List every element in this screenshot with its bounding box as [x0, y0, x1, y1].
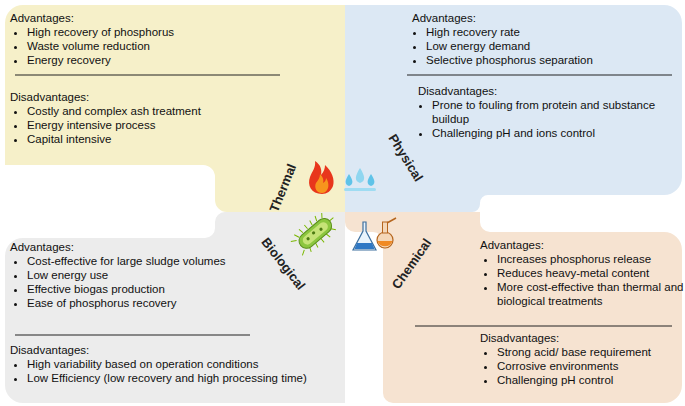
bullet-item: Challenging pH and ions control	[432, 126, 682, 140]
divider-line	[407, 75, 672, 76]
divider-line	[15, 75, 280, 76]
bullet-item: Corrosive environments	[497, 359, 685, 373]
panel-fill	[345, 5, 682, 212]
bullet-list: Increases phosphorus releaseReduces heav…	[484, 252, 685, 308]
section-heading: Disadvantages:	[480, 331, 559, 345]
water-drops-icon	[344, 168, 376, 191]
quadrant-panel: PhysicalAdvantages:High recovery rateLow…	[345, 5, 682, 212]
bullet-item: High variability based on operation cond…	[27, 357, 352, 371]
section-heading: Advantages:	[412, 11, 476, 25]
bullet-list: Prone to fouling from protein and substa…	[419, 98, 682, 140]
bullet-item: Waste volume reduction	[27, 39, 327, 53]
bullet-item: Low energy demand	[426, 39, 681, 53]
bullet-list: High recovery of phosphorusWaste volume …	[14, 25, 327, 67]
bullet-item: More cost-effective than thermal and bio…	[497, 280, 685, 308]
section-heading: Disadvantages:	[418, 84, 497, 98]
section-heading: Advantages:	[10, 240, 74, 254]
section-heading: Advantages:	[480, 238, 544, 252]
bullet-item: Prone to fouling from protein and substa…	[432, 98, 682, 126]
bullet-list: Cost-effective for large sludge volumesL…	[14, 254, 347, 310]
bullet-item: Energy intensive process	[27, 118, 327, 132]
bullet-item: Strong acid/ base requirement	[497, 345, 685, 359]
bullet-item: Low Efficiency (low recovery and high pr…	[27, 371, 352, 385]
bullet-item: High recovery rate	[426, 25, 681, 39]
bullet-item: Energy recovery	[27, 53, 327, 67]
bullet-list: Strong acid/ base requirementCorrosive e…	[484, 345, 685, 387]
bullet-item: Challenging pH control	[497, 373, 685, 387]
quadrant-panel: BiologicalAdvantages:Cost-effective for …	[5, 212, 345, 403]
section-heading: Advantages:	[10, 11, 74, 25]
section-heading: Disadvantages:	[10, 90, 89, 104]
bullet-list: High variability based on operation cond…	[14, 357, 352, 385]
bullet-item: Reduces heavy-metal content	[497, 266, 685, 280]
bacterium-icon	[288, 208, 341, 259]
quadrant-panel: ThermalAdvantages:High recovery of phosp…	[5, 5, 345, 212]
bullet-item: Increases phosphorus release	[497, 252, 685, 266]
lab-flasks-icon	[353, 218, 396, 250]
divider-line	[415, 326, 672, 327]
quadrant-panel: ChemicalAdvantages:Increases phosphorus …	[345, 212, 682, 403]
bullet-item: Capital intensive	[27, 132, 327, 146]
bullet-item: Selective phosphorus separation	[426, 53, 681, 67]
divider-line	[15, 335, 250, 336]
bullet-item: Effective biogas production	[27, 282, 347, 296]
bullet-item: Cost-effective for large sludge volumes	[27, 254, 347, 268]
flame-icon	[309, 161, 334, 194]
bullet-item: Costly and complex ash treatment	[27, 104, 327, 118]
section-heading: Disadvantages:	[10, 343, 89, 357]
bullet-item: Low energy use	[27, 268, 347, 282]
bullet-item: High recovery of phosphorus	[27, 25, 327, 39]
bullet-list: High recovery rateLow energy demandSelec…	[413, 25, 681, 67]
bullet-item: Ease of phosphorus recovery	[27, 296, 347, 310]
bullet-list: Costly and complex ash treatmentEnergy i…	[14, 104, 327, 146]
